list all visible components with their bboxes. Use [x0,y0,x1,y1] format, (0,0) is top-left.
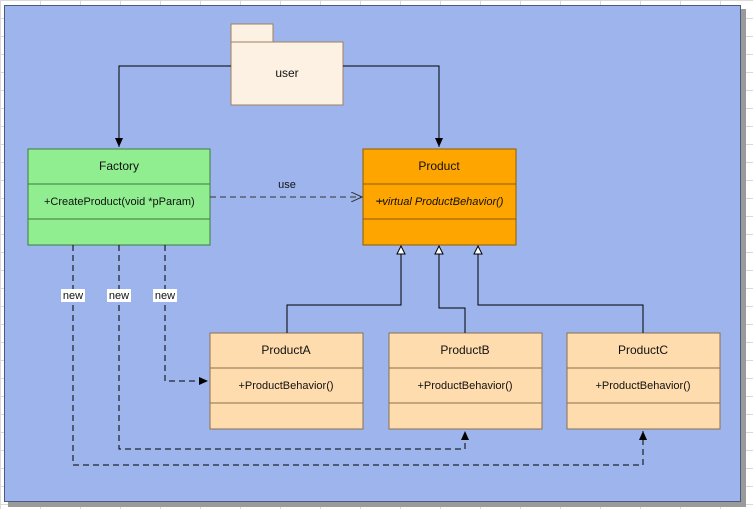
class-factory[interactable]: Factory +CreateProduct(void *pParam) [27,148,211,246]
generalization-product-a [286,246,401,333]
class-product-c-box [566,332,721,430]
class-product-b-box [388,332,543,430]
canvas-shadow-bottom [8,502,746,507]
class-product-a[interactable]: ProductA +ProductBehavior() [209,332,364,430]
class-product-c-operation: +ProductBehavior() [595,380,690,392]
class-product-b-operation: +ProductBehavior() [417,380,512,392]
class-product-c[interactable]: ProductC +ProductBehavior() [566,332,721,430]
package-body [230,41,344,106]
class-product-c-name: ProductC [618,343,668,357]
generalization-product-c [478,246,644,333]
canvas-shadow-right [741,9,746,502]
class-factory-name: Factory [99,159,139,173]
class-product-operation: +virtual ProductBehavior() [376,196,504,208]
package-tab [230,23,274,43]
label-new-a: new [155,290,175,302]
class-product-a-operation: +ProductBehavior() [238,380,333,392]
generalization-product-b [439,246,466,333]
label-new-c: new [63,290,83,302]
package-label: user [275,66,298,80]
class-product[interactable]: Product +virtual ProductBehavior() [362,148,517,246]
class-factory-operation: +CreateProduct(void *pParam) [44,196,195,208]
dependency-new-product-c [72,245,647,466]
label-bg [153,289,177,302]
dependency-new-product-b [118,245,469,450]
dependency-new-product-a [164,245,208,385]
label-use: use [278,179,296,191]
class-product-b[interactable]: ProductB +ProductBehavior() [388,332,543,430]
package-user[interactable]: user [230,23,344,106]
class-product-a-name: ProductA [261,343,310,357]
class-factory-box [27,148,211,246]
label-new-b: new [109,290,129,302]
label-bg [107,289,131,302]
class-product-name: Product [418,159,460,173]
association-user-product [343,65,443,147]
class-product-b-name: ProductB [440,343,489,357]
label-bg [61,289,85,302]
association-user-factory [115,65,231,147]
